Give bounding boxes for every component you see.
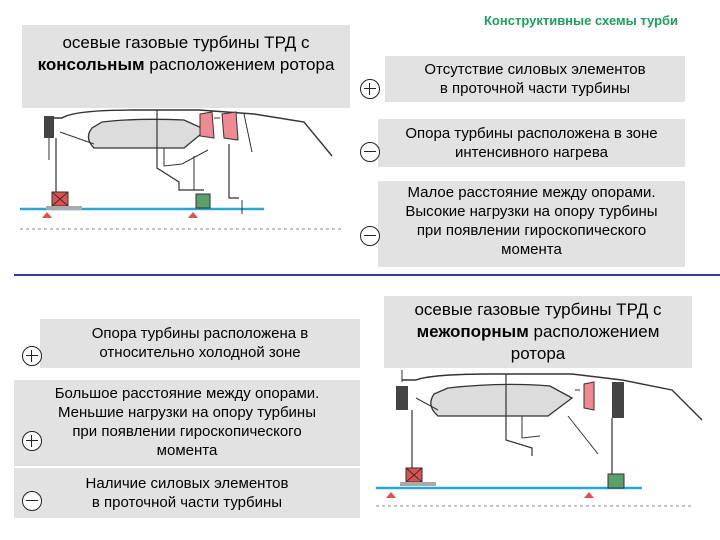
cantilever-title-bold: консольным: [37, 55, 145, 74]
minus-icon: [360, 142, 380, 162]
between-title: осевые газовые турбины ТРД с межопорным …: [414, 300, 662, 363]
plus-icon: [22, 346, 42, 366]
cantilever-item-3: Малое расстояние между опорами. Высокие …: [378, 181, 685, 267]
cantilever-title: осевые газовые турбины ТРД с консольным …: [37, 33, 335, 74]
between-title-box: осевые газовые турбины ТРД с межопорным …: [384, 296, 692, 368]
between-title-bold: межопорным: [416, 322, 529, 341]
between-item-1: Опора турбины расположена в относительно…: [40, 319, 360, 368]
plus-icon: [22, 431, 42, 451]
cantilever-title-box: осевые газовые турбины ТРД с консольным …: [22, 25, 350, 108]
minus-icon: [22, 491, 42, 511]
between-item-3: Наличие силовых элементов в проточной ча…: [14, 468, 360, 518]
plus-icon: [360, 79, 380, 99]
cantilever-item-1: Отсутствие силовых элементов в проточной…: [385, 56, 685, 102]
section-divider: [14, 274, 720, 276]
cantilever-engine-diagram: [20, 109, 344, 230]
page-header: Конструктивные схемы турби: [484, 13, 679, 28]
between-item-2: Большое расстояние между опорами. Меньши…: [14, 380, 360, 466]
cantilever-item-2: Опора турбины расположена в зоне интенси…: [378, 119, 685, 167]
minus-icon: [360, 226, 380, 246]
between-supports-engine-diagram: [376, 370, 703, 507]
